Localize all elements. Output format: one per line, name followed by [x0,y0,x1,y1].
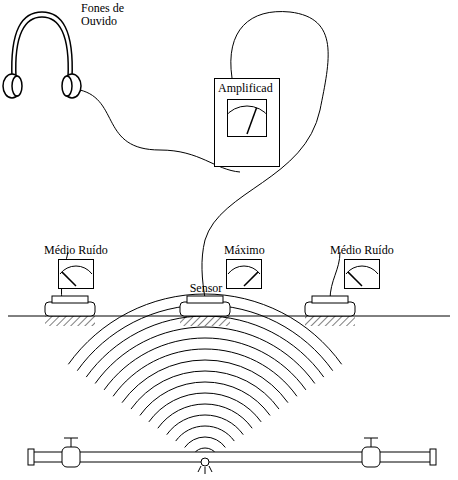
wave-arc [95,327,315,383]
amplifier-box: Amplificad [214,78,280,167]
pipe [28,438,436,467]
amplifier-label: Amplificad [218,82,276,95]
meter-label: Máximo [224,244,265,257]
wave-arc [122,360,288,403]
meter-gauge [226,259,262,289]
leak [198,458,212,474]
meter-gauge [344,259,380,289]
noise-meter: Máximo [224,244,265,289]
wave-arc [149,393,261,422]
sensor-label: Sensor [189,282,224,295]
wave-arc [185,437,226,447]
wave-arc [68,294,341,364]
wave-arc [104,338,306,390]
wave-arc [167,415,243,435]
sound-waves [68,294,341,454]
meter-gauge [58,259,94,289]
noise-meter: Médio Ruído [330,244,394,289]
headphones-label: Fones de Ouvido [80,2,138,28]
headphones [3,12,81,98]
wave-arc [176,426,235,441]
sensor [45,296,355,326]
meter-gauge [227,99,267,137]
wave-arc [158,404,252,428]
wave-arc [131,371,279,409]
meter-label: Médio Ruído [44,244,108,257]
noise-meter: Médio Ruído [44,244,108,289]
meter-label: Médio Ruído [330,244,394,257]
wave-arc [140,382,270,415]
wave-arc [86,316,324,377]
